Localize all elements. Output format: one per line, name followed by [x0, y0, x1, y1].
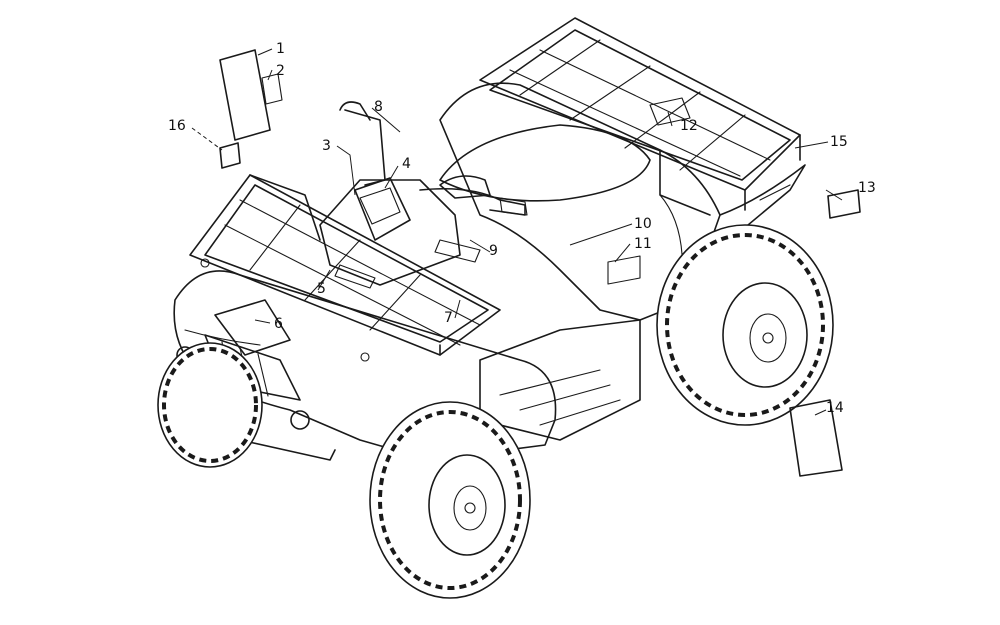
decal-2 — [261, 73, 283, 105]
callout-16: 16 — [168, 118, 186, 134]
front-right-wheel — [369, 401, 531, 599]
callout-9: 9 — [489, 243, 498, 259]
console-handlebars — [319, 101, 528, 289]
callout-14: 14 — [826, 400, 844, 416]
decal-16 — [219, 142, 241, 169]
rear-rack — [479, 17, 801, 216]
callout-15: 15 — [830, 134, 848, 150]
callout-4: 4 — [402, 156, 411, 172]
callout-labels: 1 2 3 4 5 6 7 8 9 10 11 12 13 14 15 16 — [168, 41, 876, 416]
callout-7: 7 — [444, 310, 453, 326]
decal-1 — [219, 49, 271, 141]
callout-13: 13 — [858, 180, 876, 196]
callout-1: 1 — [276, 41, 285, 57]
front-rack — [189, 174, 501, 362]
callout-5: 5 — [317, 281, 326, 297]
callout-10: 10 — [634, 216, 652, 232]
callout-11: 11 — [634, 236, 652, 252]
callout-8: 8 — [374, 99, 383, 115]
seat — [439, 124, 651, 202]
callout-3: 3 — [322, 138, 331, 154]
rear-body — [439, 82, 806, 321]
decal-14 — [789, 399, 843, 477]
callout-2: 2 — [276, 63, 285, 79]
callout-12: 12 — [680, 118, 698, 134]
front-left-wheel — [157, 342, 263, 468]
leader-lines — [191, 48, 843, 416]
decal-13 — [827, 189, 861, 219]
rear-right-wheel — [656, 224, 834, 426]
callout-6: 6 — [274, 316, 283, 332]
